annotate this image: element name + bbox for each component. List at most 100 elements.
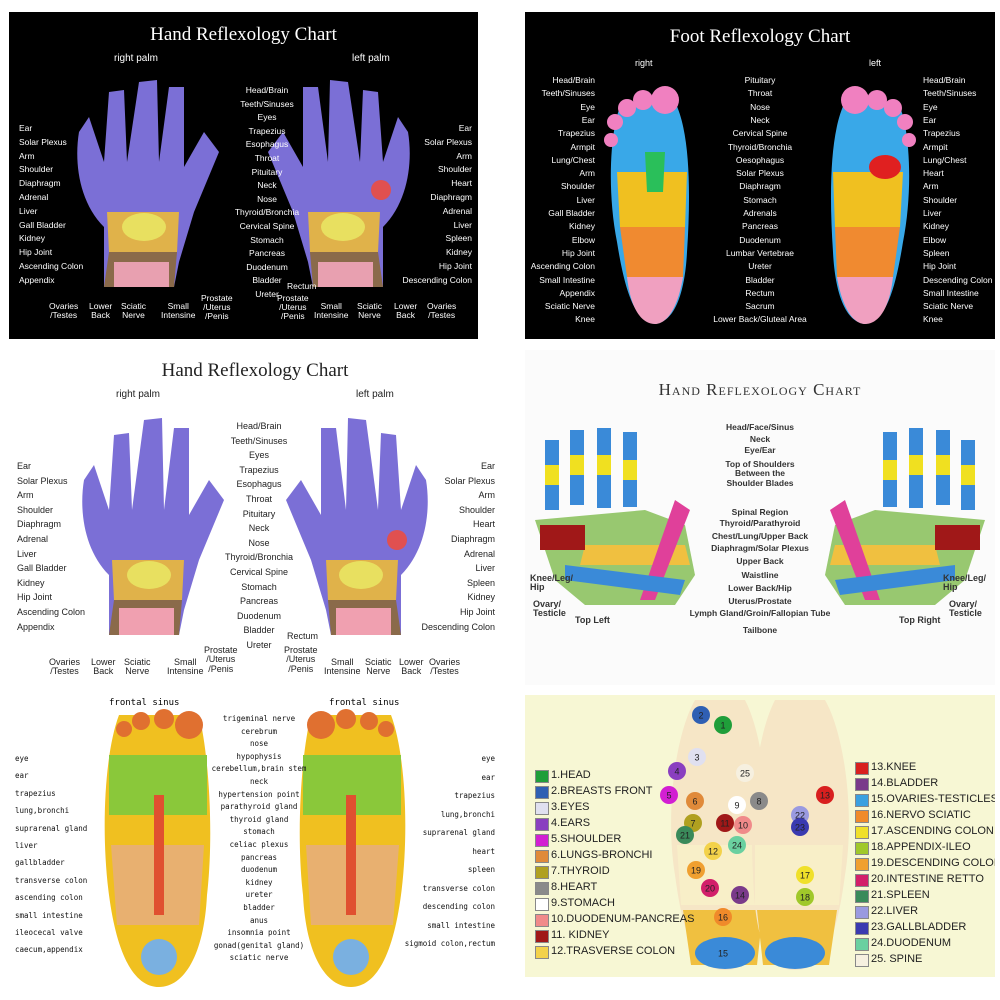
legend-label: 14.BLADDER — [871, 777, 939, 789]
organ-label: lung,bronchi — [15, 806, 70, 816]
organ-label: Arm — [478, 490, 496, 501]
legend-label: 12.TRASVERSE COLON — [551, 945, 676, 957]
zone-marker-3 — [688, 748, 706, 766]
organ-label: cerebellum,brain stem — [211, 764, 307, 774]
organ-label: Shoulder — [17, 504, 54, 515]
zone-marker-12 — [704, 842, 722, 860]
organ-label: Gall Bladder — [17, 563, 67, 574]
organ-label: Arm — [19, 150, 35, 161]
organ-label: suprarenal gland — [15, 823, 88, 833]
zone-marker-10 — [734, 816, 752, 834]
organ-label: Small Intensine — [167, 657, 204, 677]
zone-number: 21 — [680, 831, 690, 841]
zone-label: Uterus/Prostate — [728, 596, 792, 606]
legend-swatch — [535, 770, 549, 783]
legend-label: 8.HEART — [551, 881, 598, 893]
right-palm-label: right palm — [116, 389, 160, 400]
organ-label: Pancreas — [239, 596, 279, 607]
legend-swatch — [855, 938, 869, 951]
organ-label: Arm — [17, 490, 34, 501]
organ-label: Diaphragm — [739, 181, 781, 192]
organ-label: Ear — [581, 114, 595, 125]
left-hand-graphic — [268, 80, 410, 287]
organ-label: Thyroid/Bronchia — [727, 141, 793, 152]
zone-label: Neck — [749, 434, 771, 444]
organ-label: Shoulder — [458, 504, 495, 515]
organ-label: Kidney — [17, 577, 45, 588]
zone-number: 7 — [690, 819, 695, 829]
organ-label: sigmoid colon,rectum — [404, 939, 495, 948]
organ-label: Prostate /Uterus /Penis — [204, 645, 238, 674]
organ-label: Thyroid/Bronchia — [234, 207, 300, 218]
zone-marker-24 — [728, 836, 746, 854]
legend-swatch — [855, 778, 869, 791]
legend-swatch — [855, 826, 869, 839]
organ-label: Small Intensine — [161, 301, 196, 320]
organ-label: Kidney — [467, 592, 495, 603]
zone-marker-21 — [676, 826, 694, 844]
legend-swatch — [535, 914, 549, 927]
organ-label: Adrenal — [463, 548, 495, 559]
zone-number: 10 — [738, 821, 748, 831]
organ-label: Appendix — [17, 621, 55, 632]
zone-number: 15 — [718, 949, 728, 959]
organ-label: Ureter — [255, 289, 279, 299]
zone-marker-23 — [791, 818, 809, 836]
legend-label: 21.SPLEEN — [871, 889, 930, 901]
organ-label: Adrenal — [17, 534, 49, 544]
organ-label: Ovaries /Testes — [49, 657, 81, 677]
organ-label: neck — [249, 777, 269, 786]
organ-label: Lower Back — [91, 657, 116, 677]
zone-number: 5 — [666, 791, 671, 801]
zone-number: 13 — [820, 791, 830, 801]
organ-label: Eye — [923, 101, 938, 112]
organ-label: Head/Brain — [552, 75, 595, 85]
organ-label: gallbladder — [15, 858, 65, 868]
organ-label: duodenum — [240, 865, 278, 875]
knee-leg-hip-left: Knee/Leg/ Hip — [530, 573, 574, 593]
zone-number: 18 — [800, 893, 810, 903]
right-foot-graphic — [604, 86, 690, 324]
organ-label: Throat — [254, 153, 280, 163]
organ-label: Small Intestine — [539, 274, 595, 285]
organ-label: Neck — [248, 523, 270, 534]
zone-marker-25 — [736, 764, 754, 782]
zone-number: 1 — [720, 721, 725, 731]
organ-label: Ureter — [748, 261, 772, 272]
organ-label: hypertension point — [218, 789, 300, 799]
organ-label: parathyroid gland — [220, 802, 298, 812]
organ-label: Hip Joint — [19, 247, 53, 258]
organ-label: Teeth/Sinuses — [923, 88, 977, 99]
zone-number: 3 — [694, 753, 699, 763]
organ-label: Liver — [17, 548, 37, 559]
organ-label: Shoulder — [19, 164, 54, 175]
organ-label: Throat — [747, 88, 773, 99]
organ-label: Pituitary — [744, 75, 776, 85]
top-left-label: Top Left — [575, 615, 610, 625]
legend-label: 17.ASCENDING COLON — [871, 825, 994, 837]
zone-marker-6 — [686, 792, 704, 810]
organ-label: caecum,appendix — [15, 945, 83, 955]
organ-label: Duodenum — [739, 234, 781, 245]
legend-label: 23.GALLBLADDER — [871, 921, 967, 933]
organ-label: Lower Back — [394, 301, 418, 320]
organ-label: Adrenal — [442, 205, 472, 216]
zone-label: Chest/Lung/Upper Back — [711, 531, 809, 541]
legend-swatch — [535, 946, 549, 959]
organ-label: Head/Brain — [245, 85, 289, 95]
legend-swatch — [855, 794, 869, 807]
organ-label: Neck — [257, 180, 277, 191]
organ-label: Sciatic Nerve — [124, 657, 151, 677]
organ-label: Stomach — [241, 581, 277, 592]
organ-label: Prostate /Uterus /Penis — [201, 293, 233, 321]
legend-label: 13.KNEE — [871, 761, 917, 773]
chart-title: Hand Reflexology Chart — [658, 380, 862, 399]
organ-label: insomnia point — [227, 928, 291, 938]
zone-marker-1 — [714, 716, 732, 734]
legend-swatch — [535, 802, 549, 815]
organ-label: Heart — [472, 519, 495, 530]
organ-label: trigeminal nerve — [222, 714, 296, 723]
organ-label: Adrenal — [19, 192, 49, 202]
organ-label: Gall Bladder — [19, 219, 66, 230]
